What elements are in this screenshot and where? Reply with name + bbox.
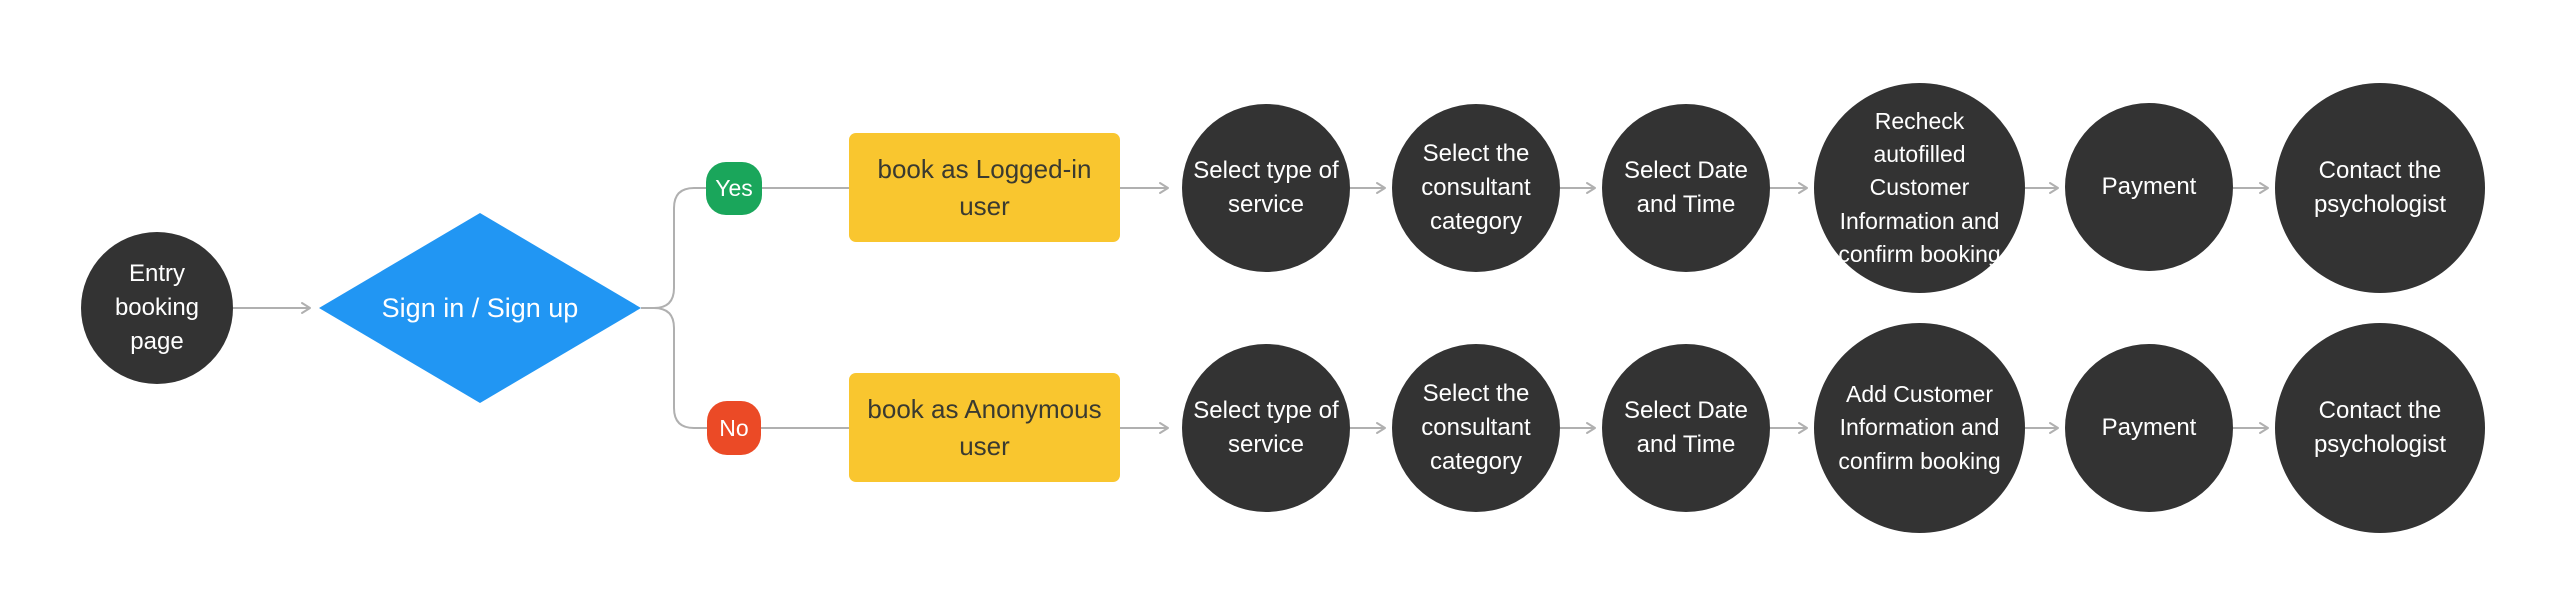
step-label: Select Date and Time <box>1623 396 1749 458</box>
step-payment-yes: Payment <box>2065 103 2233 271</box>
connector-decision-to-yes <box>641 187 706 309</box>
yes-badge-label: Yes <box>715 175 753 201</box>
step-label: Payment <box>2101 172 2197 200</box>
step-label: Payment <box>2101 413 2197 441</box>
step-type-of-service-no: Select type of service <box>1182 344 1350 512</box>
entry-node: Entry booking page <box>81 232 233 384</box>
step-date-and-time-yes: Select Date and Time <box>1602 104 1770 272</box>
action-logged-in-user-label: book as Logged-in user <box>877 154 1092 221</box>
step-add-customer-info-no: Add Customer Information and confirm boo… <box>1814 323 2025 533</box>
step-type-of-service-yes: Select type of service <box>1182 104 1350 272</box>
step-contact-psychologist-no: Contact the psychologist <box>2275 323 2485 533</box>
step-consultant-category-yes: Select the consultant category <box>1392 104 1560 272</box>
step-recheck-info-yes: Recheck autofilled Customer Information … <box>1814 83 2025 293</box>
entry-node-label: Entry booking page <box>114 259 200 356</box>
connector-decision-to-no <box>641 307 707 429</box>
step-label: Select Date and Time <box>1623 156 1749 218</box>
yes-badge: Yes <box>706 162 762 215</box>
step-label: Add Customer Information and confirm boo… <box>1838 381 2001 474</box>
action-anonymous-user: book as Anonymous user <box>849 373 1120 482</box>
action-logged-in-user: book as Logged-in user <box>849 133 1120 242</box>
step-label: Contact the psychologist <box>2313 156 2447 218</box>
step-label: Select type of service <box>1193 396 1339 458</box>
step-label: Recheck autofilled Customer Information … <box>1838 108 2001 267</box>
decision-node-label: Sign in / Sign up <box>381 292 579 323</box>
no-badge-label: No <box>719 414 749 441</box>
step-payment-no: Payment <box>2065 344 2233 512</box>
step-consultant-category-no: Select the consultant category <box>1392 344 1560 512</box>
step-contact-psychologist-yes: Contact the psychologist <box>2275 83 2485 293</box>
step-label: Contact the psychologist <box>2313 396 2447 458</box>
step-label: Select the consultant category <box>1421 379 1531 476</box>
no-badge: No <box>707 401 761 455</box>
step-date-and-time-no: Select Date and Time <box>1602 344 1770 512</box>
step-label: Select type of service <box>1193 156 1339 218</box>
action-anonymous-user-label: book as Anonymous user <box>867 394 1102 461</box>
step-label: Select the consultant category <box>1421 139 1531 236</box>
